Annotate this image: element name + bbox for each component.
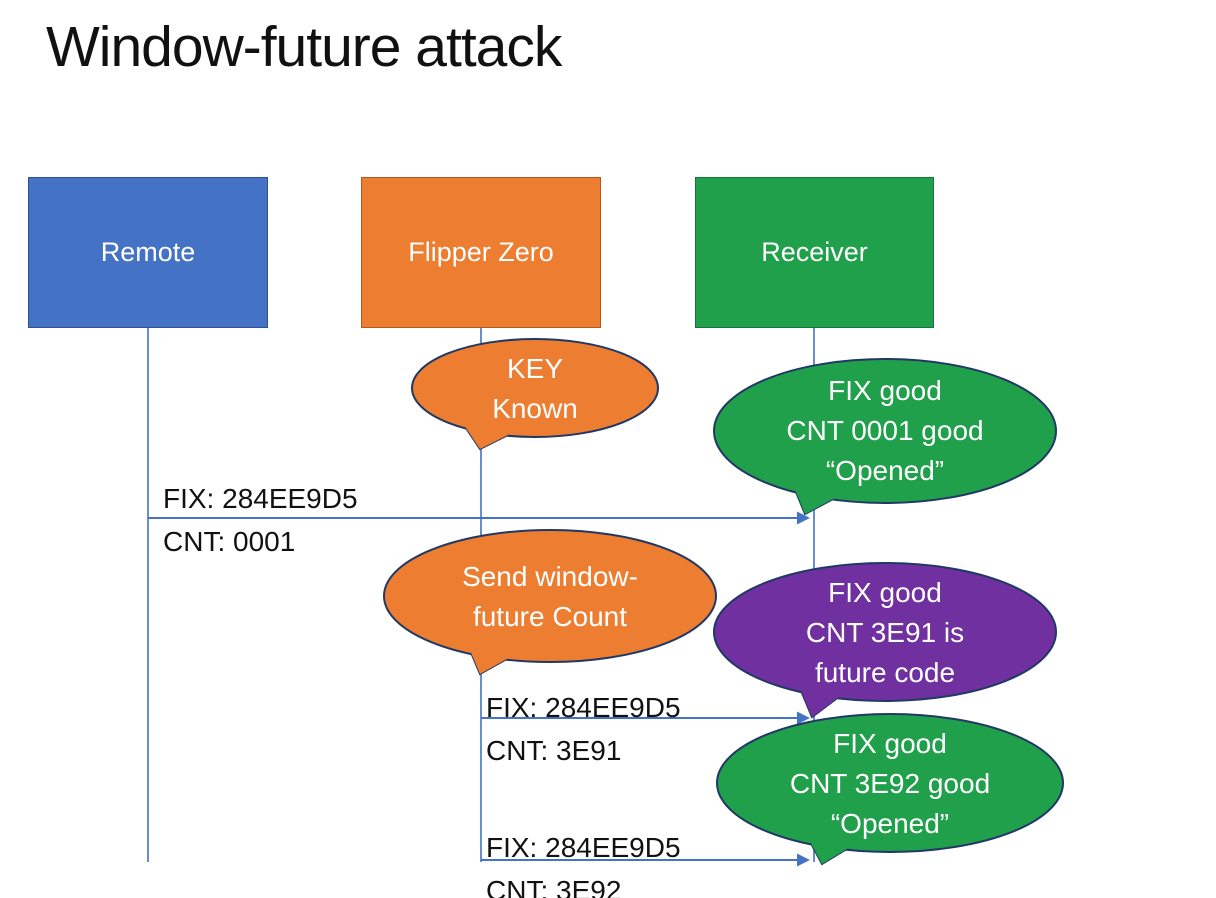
message-fix-value: FIX: 284EE9D5 (486, 832, 681, 863)
actor-remote-label: Remote (100, 237, 196, 267)
callout-cnt-0001-good: FIX good CNT 0001 good “Opened” (712, 357, 1058, 519)
message-fix-value: FIX: 284EE9D5 (163, 483, 358, 514)
callout-cnt-3e92-good: FIX good CNT 3E92 good “Opened” (715, 712, 1065, 868)
callout-line: CNT 0001 good (786, 415, 984, 446)
callout-key-known: KEY Known (410, 337, 660, 457)
callout-cnt-3e91-future-code: FIX good CNT 3E91 is future code (712, 561, 1058, 721)
callout-send-window-future-count: Send window- future Count (382, 528, 718, 680)
message-label-2: FIX: 284EE9D5 CNT: 3E91 (486, 686, 681, 772)
callout-line: FIX good (828, 576, 942, 608)
page-title: Window-future attack (46, 15, 562, 79)
actor-receiver: Receiver (695, 177, 934, 328)
callout-line: KEY (506, 352, 564, 384)
actor-flipper-zero: Flipper Zero (361, 177, 601, 328)
callout-line: “Opened” (825, 455, 945, 486)
callout-line: “Opened” (830, 807, 950, 839)
message-label-1: FIX: 284EE9D5 CNT: 0001 (163, 477, 358, 563)
message-cnt-value: CNT: 3E91 (486, 735, 622, 766)
callout-line: FIX good (828, 375, 942, 406)
callout-line: future code (814, 656, 956, 688)
speech-bubble-shape (411, 338, 659, 451)
speech-bubble-shape (713, 358, 1057, 516)
callout-line: future Count (472, 600, 628, 632)
message-cnt-value: CNT: 0001 (163, 526, 296, 557)
callout-line: Known (492, 392, 578, 424)
speech-bubble-shape (716, 713, 1064, 866)
message-cnt-value: CNT: 3E92 (486, 875, 622, 898)
callout-line: CNT 3E92 good (789, 767, 991, 799)
actor-remote: Remote (28, 177, 268, 328)
actor-receiver-label: Receiver (761, 237, 868, 267)
speech-bubble-shape (713, 562, 1057, 719)
actor-flipper-zero-label: Flipper Zero (408, 237, 554, 267)
callout-line: FIX good (833, 727, 947, 759)
callout-line: Send window- (462, 560, 638, 592)
speech-bubble-shape (383, 529, 717, 676)
message-fix-value: FIX: 284EE9D5 (486, 692, 681, 723)
callout-line: CNT 3E91 is (805, 616, 965, 648)
message-label-3: FIX: 284EE9D5 CNT: 3E92 (486, 826, 681, 898)
